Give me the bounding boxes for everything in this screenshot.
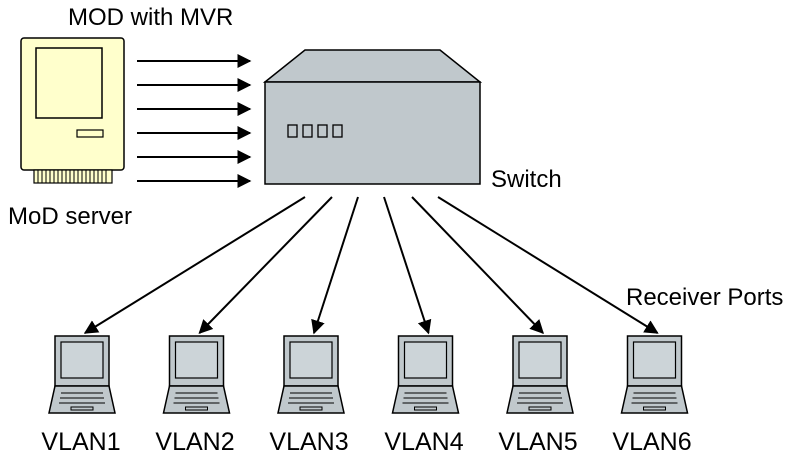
switch-label: Switch	[491, 166, 562, 193]
receiver-arrow-5	[411, 196, 544, 335]
laptop-icon-3	[277, 335, 345, 414]
vlan-label-1: VLAN1	[41, 428, 121, 456]
receiver-arrow-6	[437, 196, 659, 334]
laptop-icon-5	[506, 335, 574, 414]
receiver-arrow-1	[83, 196, 306, 334]
laptop-icon-4	[391, 335, 460, 414]
vlan-label-5: VLAN5	[498, 428, 578, 456]
receiver-arrow-3	[311, 196, 359, 335]
receiver-ports-label: Receiver Ports	[626, 284, 784, 311]
receiver-laptops	[48, 335, 689, 414]
diagram-title: MOD with MVR	[68, 4, 234, 31]
receiver-arrow-2	[198, 196, 333, 335]
vlan-label-2: VLAN2	[155, 428, 235, 456]
switch-icon	[262, 49, 483, 185]
laptop-icon-1	[48, 335, 116, 414]
mod-server-icon	[20, 37, 125, 184]
mod-server-label: MoD server	[8, 203, 133, 230]
vlan-label-4: VLAN4	[384, 428, 464, 456]
multicast-streams	[137, 54, 252, 188]
receiver-arrow-4	[383, 196, 432, 335]
vlan-label-6: VLAN6	[612, 428, 692, 456]
vlan-label-3: VLAN3	[269, 428, 349, 456]
laptop-icon-6	[620, 335, 689, 414]
receiver-arrows	[83, 196, 659, 335]
laptop-icon-2	[162, 335, 231, 414]
